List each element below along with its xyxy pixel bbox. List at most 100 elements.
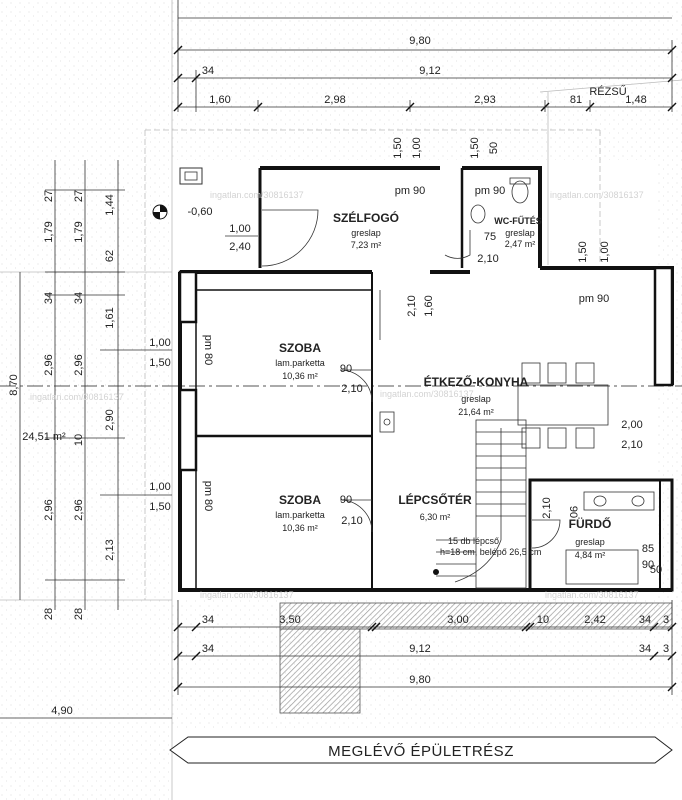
dim-left-bottom: 4,90 bbox=[51, 705, 72, 717]
dim-v3-290: 2,90 bbox=[104, 409, 116, 430]
room2-door-h: 2,10 bbox=[341, 515, 362, 527]
dim-v2-28: 28 bbox=[73, 608, 85, 620]
dim-top-912: 9,12 bbox=[419, 65, 440, 77]
dim-bottom-10: 10 bbox=[537, 614, 549, 626]
room-konyha-name: ÉTKEZŐ-KONYHA bbox=[424, 374, 529, 389]
existing-building-hatch-tail bbox=[279, 628, 361, 714]
dim-top-160: 1,60 bbox=[209, 94, 230, 106]
bath-door-h: 2,10 bbox=[541, 497, 553, 518]
room-lepcsoter-name: LÉPCSŐTÉR bbox=[398, 492, 472, 507]
room-szoba1-floor: lam.parketta bbox=[275, 358, 325, 368]
szelfogo-door-h: 2,10 bbox=[406, 295, 418, 316]
dim-v2-27: 27 bbox=[73, 190, 85, 202]
room1-window-2: 1,50 bbox=[149, 357, 170, 369]
dim-top-148: 1,48 bbox=[625, 94, 646, 106]
dim-v2-34: 34 bbox=[73, 292, 85, 304]
bath-door-w: 90 bbox=[567, 506, 579, 518]
stairs bbox=[436, 419, 527, 589]
room-szelfogo-name: SZÉLFOGÓ bbox=[333, 210, 399, 225]
section-title-frame bbox=[169, 736, 673, 764]
pm-wc: pm 90 bbox=[475, 185, 506, 197]
dim-bottom-350: 3,50 bbox=[279, 614, 300, 626]
walls bbox=[178, 166, 674, 592]
watermark-4: ingatlan.com/30816137 bbox=[380, 389, 474, 399]
room1-door-h: 2,10 bbox=[341, 383, 362, 395]
stair-note-2: h=18 cm, belépő 26,5 cm bbox=[440, 547, 541, 557]
room-szoba2-floor: lam.parketta bbox=[275, 510, 325, 520]
room-szelfogo-area: 7,23 m² bbox=[351, 240, 382, 250]
room-szelfogo-floor: greslap bbox=[351, 228, 381, 238]
room-wc-floor: greslap bbox=[505, 228, 535, 238]
entry-h: 2,40 bbox=[229, 241, 250, 253]
room-wc-name: WC-FŰTÉS bbox=[494, 215, 542, 226]
dimension-texts: 9,80 34 9,12 1,60 2,98 2,93 81 1,48 RÉZS… bbox=[8, 35, 669, 717]
pm-szelfogo: pm 90 bbox=[395, 185, 426, 197]
dim-v3-161: 1,61 bbox=[104, 307, 116, 328]
opening-texts: 1,00 2,40 1,50 1,00 1,50 50 pm 90 pm 90 … bbox=[149, 137, 662, 576]
room-labels: SZÉLFOGÓ greslap 7,23 m² WC-FŰTÉS gresla… bbox=[275, 210, 611, 560]
watermark-2: ingatlan.com/30816137 bbox=[550, 190, 644, 200]
wc-door-w: 75 bbox=[484, 231, 496, 243]
wc-fixtures bbox=[470, 177, 531, 224]
szelfogo-window-2: 1,00 bbox=[411, 137, 423, 158]
dim-bottom2-912: 9,12 bbox=[409, 643, 430, 655]
room2-window-1: 1,00 bbox=[149, 481, 170, 493]
room1-door-w: 90 bbox=[340, 363, 352, 375]
stair-start-dot bbox=[433, 569, 439, 575]
room-furdo-name: FÜRDŐ bbox=[569, 516, 612, 531]
hall-w: 1,60 bbox=[423, 295, 435, 316]
stair-note: 15 db lépcső bbox=[448, 536, 499, 546]
dim-v1-296b: 2,96 bbox=[43, 499, 55, 520]
dim-v2-296b: 2,96 bbox=[73, 499, 85, 520]
ground-texture-left bbox=[0, 0, 172, 800]
dim-top-34: 34 bbox=[202, 65, 214, 77]
room1-window-1: 1,00 bbox=[149, 337, 170, 349]
dim-bottom-300: 3,00 bbox=[447, 614, 468, 626]
existing-building-hatch bbox=[279, 602, 673, 630]
kitchen-window-2: 1,00 bbox=[599, 241, 611, 262]
wc-door-h: 2,10 bbox=[477, 253, 498, 265]
dim-bottom2-3: 3 bbox=[663, 643, 669, 655]
section-title: MEGLÉVŐ ÉPÜLETRÉSZ bbox=[328, 742, 514, 760]
watermark-6: ingatlan.com/30816137 bbox=[545, 590, 639, 600]
room2-window-2: 1,50 bbox=[149, 501, 170, 513]
dim-bottom-34r: 34 bbox=[639, 614, 651, 626]
dim-v1-296a: 2,96 bbox=[43, 354, 55, 375]
top-dimension-ticks bbox=[173, 45, 677, 112]
watermark-1: ingatlan.com/30816137 bbox=[210, 190, 304, 200]
dim-v1-28: 28 bbox=[43, 608, 55, 620]
dim-bottom-34: 34 bbox=[202, 614, 214, 626]
dim-bottom-total: 9,80 bbox=[409, 674, 430, 686]
room-szoba2-area: 10,36 m² bbox=[282, 523, 318, 533]
dim-v1-27: 27 bbox=[43, 190, 55, 202]
dim-bottom-242: 2,42 bbox=[584, 614, 605, 626]
dim-bottom2-34r: 34 bbox=[639, 643, 651, 655]
room-wc-area: 2,47 m² bbox=[505, 239, 536, 249]
dim-v2-296a: 2,96 bbox=[73, 354, 85, 375]
room-szoba1-area: 10,36 m² bbox=[282, 371, 318, 381]
left-area-label: 24,51 m² bbox=[22, 431, 66, 443]
room-konyha-area: 21,64 m² bbox=[458, 407, 494, 417]
kitchen-window-1: 1,50 bbox=[577, 241, 589, 262]
szelfogo-window-1: 1,50 bbox=[392, 137, 404, 158]
door-swings bbox=[261, 209, 561, 549]
wc-window-1: 1,50 bbox=[469, 137, 481, 158]
dim-v-total: 8,70 bbox=[8, 374, 20, 395]
rezsu-label: RÉZSŰ bbox=[589, 84, 626, 98]
dim-top-81: 81 bbox=[570, 94, 582, 106]
pm-room1: pm 80 bbox=[202, 335, 214, 366]
dim-v1-34: 34 bbox=[43, 292, 55, 304]
level-marker-fill bbox=[153, 205, 167, 219]
dim-v3-213: 2,13 bbox=[104, 539, 116, 560]
entry-step bbox=[179, 167, 203, 185]
pm-kitchen: pm 90 bbox=[579, 293, 610, 305]
room-lepcsoter-area: 6,30 m² bbox=[420, 512, 451, 522]
room2-door-w: 90 bbox=[340, 494, 352, 506]
bottom-dimension-ticks bbox=[173, 622, 677, 692]
dim-bottom2-34: 34 bbox=[202, 643, 214, 655]
pm-room2: pm 80 bbox=[202, 481, 214, 512]
bath-window-3: 50 bbox=[650, 564, 662, 576]
kitchen-door-h: 2,10 bbox=[621, 439, 642, 451]
